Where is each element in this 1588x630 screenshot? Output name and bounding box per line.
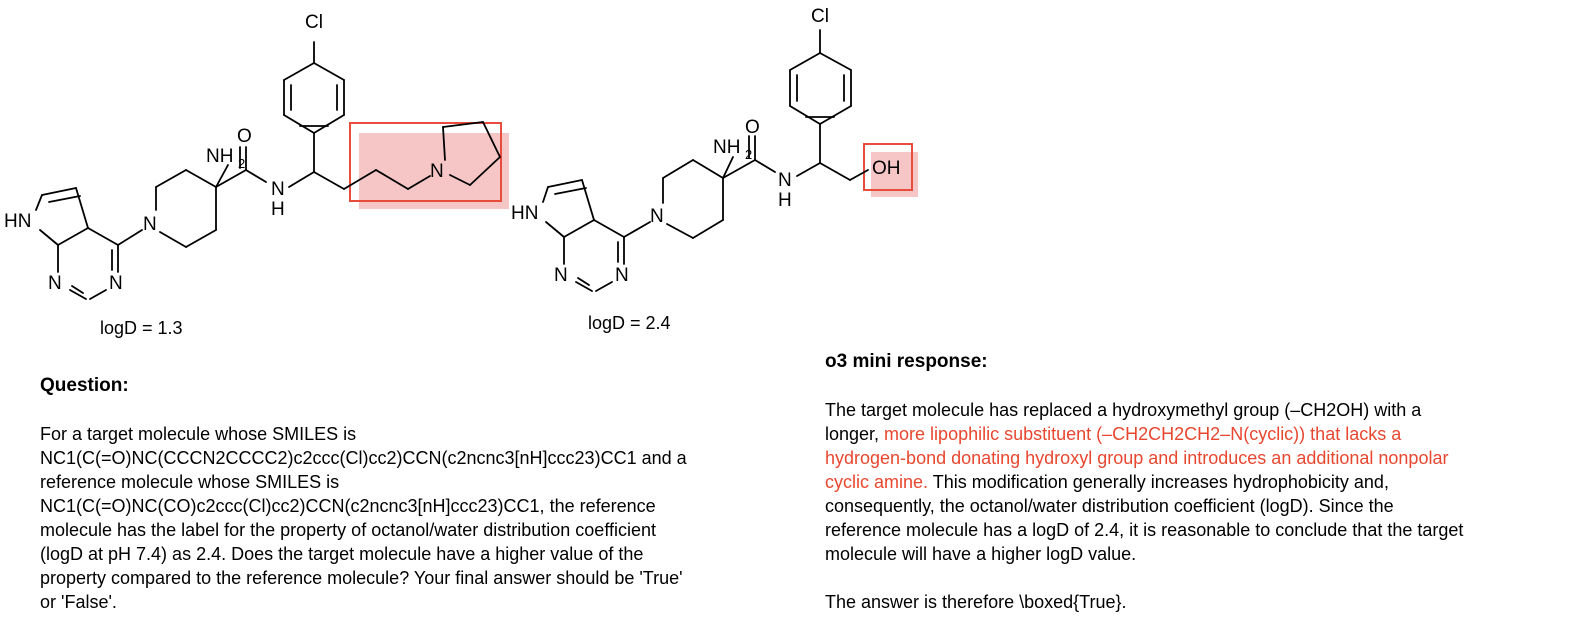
question-line: or 'False'. <box>40 592 117 612</box>
question-line: (logD at pH 7.4) as 2.4. Does the target… <box>40 544 644 564</box>
reference-hn-label: HN <box>511 203 538 224</box>
response-answer: The answer is therefore \boxed{True}. <box>825 592 1127 612</box>
reference-oh-label: OH <box>872 158 901 179</box>
response-highlight-text: more lipophilic substituent (–CH2CH2CH2–… <box>884 424 1402 444</box>
reference-nh2-label: NH <box>713 137 740 158</box>
response-highlight-line: hydrogen-bond donating hydroxyl group an… <box>825 448 1449 468</box>
target-molecule: Cl NH 2 O N H N N HN N N <box>4 12 509 300</box>
molecule-structures: Cl NH 2 O N H N N HN N N <box>4 6 918 300</box>
target-cl-label: Cl <box>305 12 323 33</box>
reference-n2-label: N <box>615 265 629 286</box>
question-heading: Question: <box>40 375 129 396</box>
target-n1-label: N <box>48 273 62 294</box>
target-logd-caption: logD = 1.3 <box>100 318 183 338</box>
target-hn-label: HN <box>4 211 31 232</box>
question-line: molecule has the label for the property … <box>40 520 657 540</box>
question-line: For a target molecule whose SMILES is <box>40 424 357 444</box>
question-line: reference molecule whose SMILES is <box>40 472 340 492</box>
response-line: reference molecule has a logD of 2.4, it… <box>825 520 1464 540</box>
response-line: cyclic amine. This modification generall… <box>825 470 1575 494</box>
reference-nh2-subscript: 2 <box>745 147 752 162</box>
reference-highlight-box <box>863 143 913 191</box>
target-nh2-label: NH <box>206 146 233 167</box>
question-panel: Question: For a target molecule whose SM… <box>40 374 800 614</box>
target-piperidine-n-label: N <box>143 214 157 235</box>
reference-cl-label: Cl <box>811 6 829 27</box>
response-panel: o3 mini response: The target molecule ha… <box>825 350 1575 614</box>
response-line: The target molecule has replaced a hydro… <box>825 400 1422 420</box>
reference-logd-caption: logD = 2.4 <box>588 313 671 333</box>
target-pyrrolidine-n-label: N <box>430 161 444 182</box>
reference-o-label: O <box>745 117 760 138</box>
target-amide-n-label: N <box>271 179 285 200</box>
target-o-label: O <box>237 126 252 147</box>
question-line: property compared to the reference molec… <box>40 568 683 588</box>
question-line: NC1(C(=O)NC(CCCN2CCCC2)c2ccc(Cl)cc2)CCN(… <box>40 448 687 468</box>
response-line: molecule will have a higher logD value. <box>825 544 1137 564</box>
response-line: consequently, the octanol/water distribu… <box>825 496 1394 516</box>
reference-molecule: Cl NH 2 O N H OH N HN N N <box>511 6 918 292</box>
target-nh2-subscript: 2 <box>238 156 245 171</box>
response-text: longer, <box>825 424 885 444</box>
question-line: NC1(C(=O)NC(CO)c2ccc(Cl)cc2)CCN(c2ncnc3[… <box>40 496 656 516</box>
reference-n1-label: N <box>554 265 568 286</box>
reference-amide-n-label: N <box>778 170 792 191</box>
target-highlight-box <box>349 122 502 202</box>
reference-piperidine-n-label: N <box>650 206 664 227</box>
response-text: This modification generally increases hy… <box>928 472 1389 492</box>
reference-amide-h-label: H <box>778 190 792 211</box>
response-heading: o3 mini response: <box>825 351 988 372</box>
response-line: longer, more lipophilic substituent (–CH… <box>825 422 1575 446</box>
response-highlight-text: cyclic amine. <box>825 472 929 492</box>
target-n2-label: N <box>109 273 123 294</box>
target-amide-h-label: H <box>271 199 285 220</box>
